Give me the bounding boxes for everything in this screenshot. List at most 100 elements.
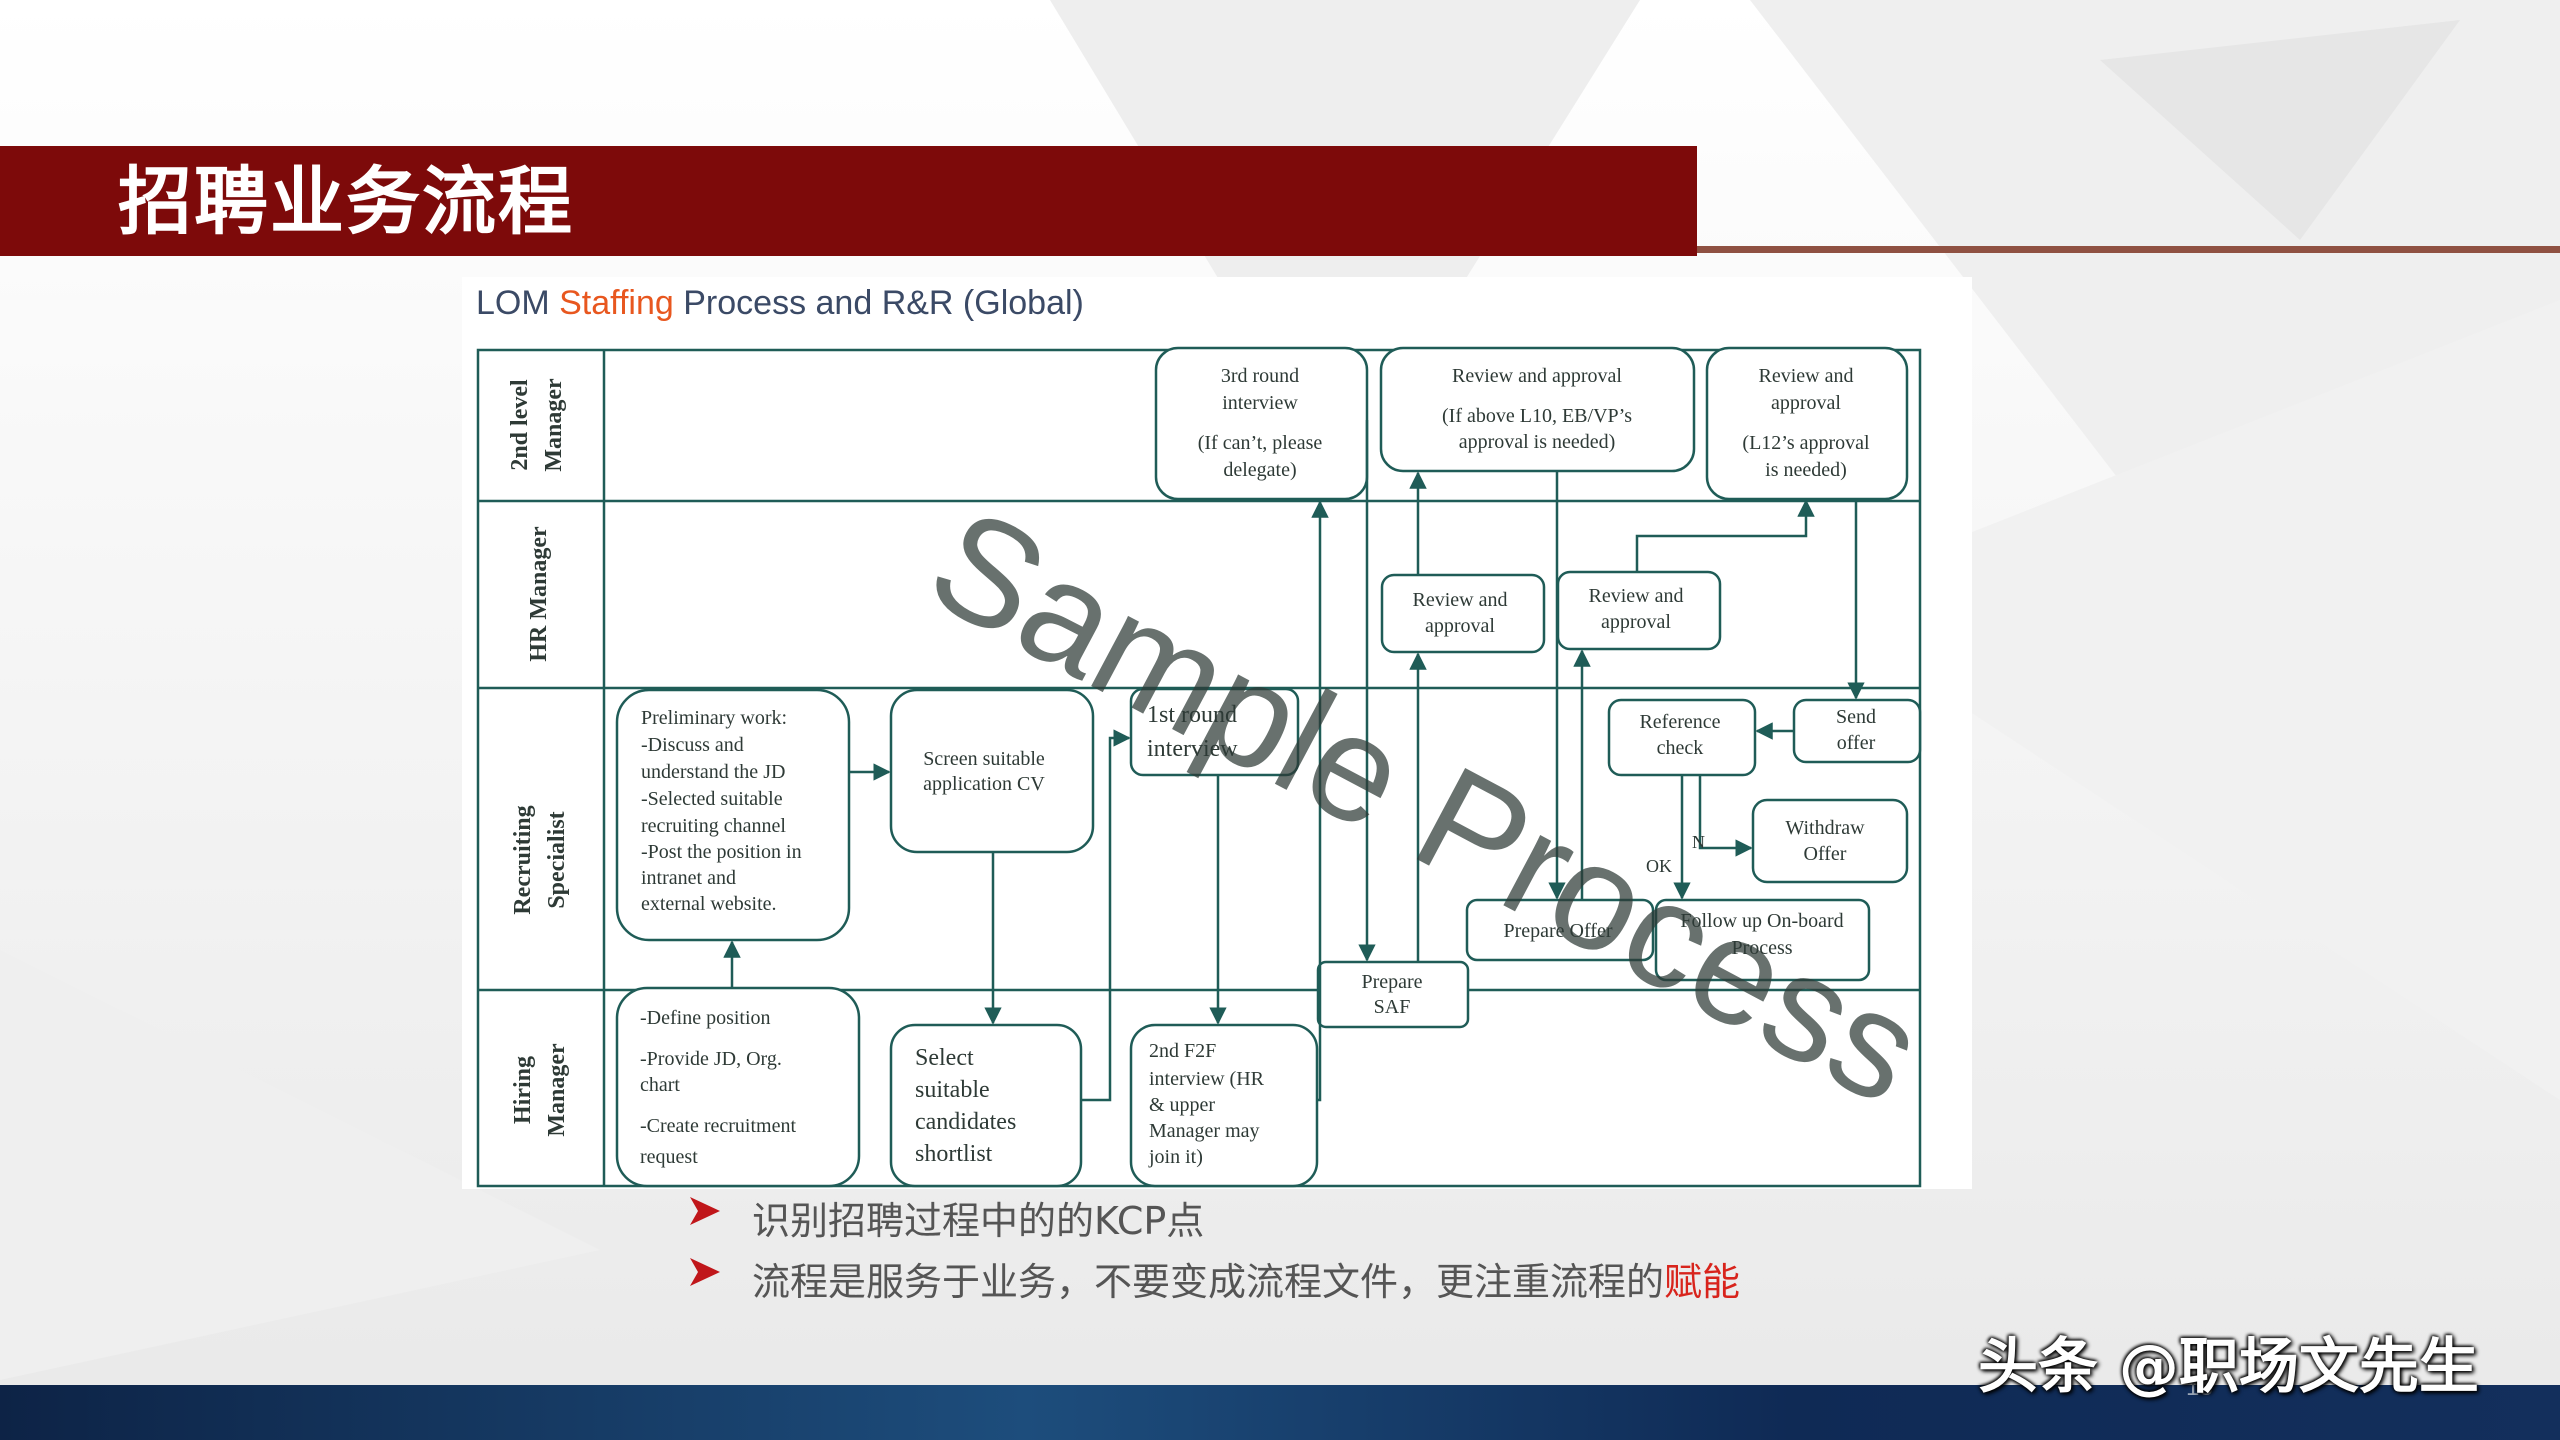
text-screen-cv: Screen suitable application CV [923,748,1045,795]
title-accent-line [1697,246,2560,253]
box-review-approval-l12 [1705,346,1909,501]
svg-text:suitable: suitable [915,1077,990,1103]
svg-text:Screen suitable: Screen suitable [923,748,1045,770]
connector-hr-review-2-to-l12 [1635,499,1815,572]
svg-text:interview: interview [1222,392,1298,414]
svg-text:Process: Process [1731,937,1792,959]
svg-text:-Create recruitment: -Create recruitment [640,1115,796,1137]
lane-label-recruiting-specialist-2: Specialist [544,811,570,908]
lane-label-hr-manager: HR Manager [526,526,552,662]
text-prepare-saf: Prepare SAF [1361,971,1422,1018]
connector-select-to-1st-round [1081,729,1131,1102]
footer-bar [0,1385,2560,1440]
text-review-l10: Review and approval (If above L10, EB/VP… [1442,365,1632,453]
bullet-arrow-icon [690,1258,720,1286]
svg-text:Reference: Reference [1639,711,1720,733]
text-hr-review-1: Review and approval [1413,589,1508,637]
svg-text:external website.: external website. [641,893,777,915]
credit-watermark: 头条 @职场文先生 [1978,1332,2479,1402]
heading-prefix: LOM [476,284,560,322]
svg-text:Review and: Review and [1413,589,1508,611]
text-review-l12: Review and approval (L12’s approval is n… [1742,365,1870,481]
svg-text:approval: approval [1601,611,1671,633]
connector-reference-to-withdraw [1698,775,1753,857]
svg-text:recruiting channel: recruiting channel [641,815,786,837]
svg-text:-Define position: -Define position [640,1007,771,1029]
svg-text:Follow up On-board: Follow up On-board [1680,910,1843,932]
svg-text:approval: approval [1425,615,1495,637]
svg-text:application CV: application CV [923,773,1045,795]
svg-text:Prepare Offer: Prepare Offer [1503,920,1612,942]
svg-text:-Post the position in: -Post the position in [641,841,802,863]
nok-label: N [1692,832,1705,852]
text-3rd-round: 3rd round interview (If can’t, please de… [1198,365,1323,481]
bullet-text: 流程是服务于业务，不要变成流程文件，更注重流程的赋能 [752,1260,1741,1304]
bullet-highlight: 赋能 [1664,1260,1741,1304]
text-select-candidates: Select suitable candidates shortlist [915,1045,1016,1167]
svg-text:offer: offer [1837,732,1876,754]
svg-text:Review and approval: Review and approval [1452,365,1622,387]
svg-text:Send: Send [1836,706,1876,728]
text-preliminary-work: Preliminary work: -Discuss and understan… [641,707,802,915]
text-withdraw-offer: Withdraw Offer [1785,817,1865,865]
svg-text:-Discuss and: -Discuss and [641,734,744,756]
svg-text:interview: interview [1147,736,1238,762]
svg-text:SAF: SAF [1374,996,1411,1018]
svg-text:interview (HR: interview (HR [1149,1068,1265,1090]
box-withdraw-offer [1751,798,1909,884]
text-reference-check: Reference check [1639,711,1720,759]
page-number: 18 [2186,1374,2213,1401]
svg-text:approval is needed): approval is needed) [1459,431,1616,453]
box-define-position [615,986,861,1188]
svg-text:chart: chart [640,1074,680,1096]
svg-text:check: check [1657,737,1704,759]
svg-text:-Provide JD, Org.: -Provide JD, Org. [640,1048,782,1070]
svg-text:Select: Select [915,1045,974,1071]
svg-text:candidates: candidates [915,1109,1016,1135]
svg-text:& upper: & upper [1149,1094,1215,1116]
svg-text:(L12’s approval: (L12’s approval [1742,432,1870,454]
slide-title: 招聘业务流程 [118,159,574,245]
title-bar [0,146,1697,256]
svg-text:1st round: 1st round [1147,702,1237,728]
lane-label-hiring-manager-2: Manager [544,1043,570,1137]
svg-text:Preliminary work:: Preliminary work: [641,707,787,729]
svg-text:Manager may: Manager may [1149,1120,1260,1142]
box-review-approval-l10 [1379,346,1696,473]
svg-text:understand the JD: understand the JD [641,761,785,783]
svg-text:2nd F2F: 2nd F2F [1149,1040,1216,1062]
text-2nd-f2f: 2nd F2F interview (HR & upper Manager ma… [1148,1040,1265,1168]
box-prepare-offer [1465,898,1655,962]
lane-label-2nd-level-manager-2: Manager [541,378,567,472]
lane-label-recruiting-specialist-1: Recruiting [510,805,536,914]
lane-label-hiring-manager-1: Hiring [510,1056,536,1124]
text-1st-round: 1st round interview [1147,702,1238,762]
box-select-candidates [889,1023,1083,1188]
lane-label-2nd-level-manager-1: 2nd level [507,379,533,471]
flow-connectors [723,420,1865,1102]
svg-text:Prepare: Prepare [1361,971,1422,993]
box-hr-review-approval-1 [1380,573,1546,654]
svg-text:Offer: Offer [1804,843,1847,865]
diagram-heading: LOM Staffing Process and R&R (Global) [476,284,1084,323]
text-define-position: -Define position -Provide JD, Org. chart… [640,1007,796,1168]
svg-text:is needed): is needed) [1765,459,1847,481]
heading-accent: Staffing [559,284,674,322]
svg-text:Review and: Review and [1589,585,1684,607]
svg-text:3rd round: 3rd round [1221,365,1299,387]
connector-2nd-f2f-to-3rd-round [1311,500,1329,1102]
svg-text:Review and: Review and [1759,365,1854,387]
box-1st-round-interview [1129,687,1300,777]
bullet-text: 识别招聘过程中的的KCP点 [752,1199,1205,1243]
text-follow-up: Follow up On-board Process [1680,910,1843,959]
svg-text:join it): join it) [1148,1146,1203,1168]
box-follow-up-onboard [1654,898,1871,982]
box-prepare-saf [1316,960,1470,1029]
text-prepare-offer: Prepare Offer [1503,920,1612,942]
svg-text:-Selected suitable: -Selected suitable [641,788,783,810]
svg-text:shortlist: shortlist [915,1141,993,1167]
box-screen-cv [889,688,1095,854]
box-2nd-f2f-interview [1129,1023,1319,1188]
